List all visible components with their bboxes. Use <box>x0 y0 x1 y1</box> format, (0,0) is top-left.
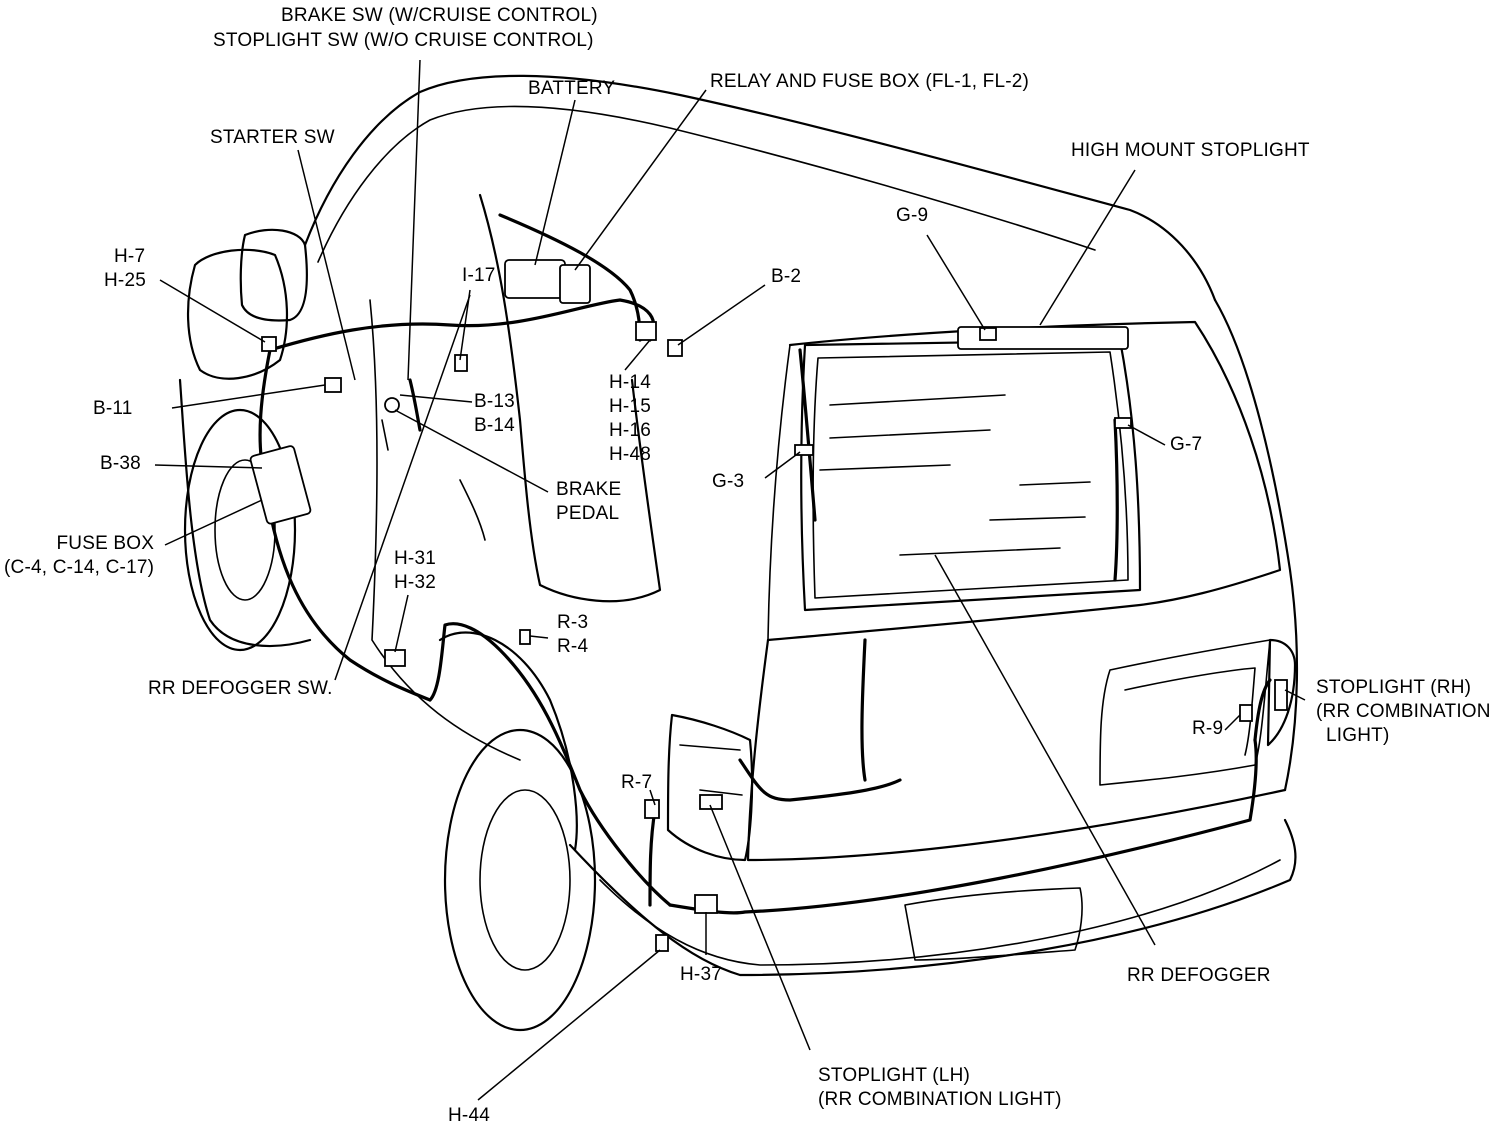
components <box>249 259 1288 952</box>
label-h37: H-37 <box>680 964 722 985</box>
label-stoplight-lh: STOPLIGHT (LH) <box>818 1065 971 1086</box>
label-rr-defogger: RR DEFOGGER <box>1127 965 1271 986</box>
label-battery: BATTERY <box>528 78 616 99</box>
relay-box-shape <box>559 264 591 304</box>
label-rr-defogger-sw: RR DEFOGGER SW. <box>148 678 333 699</box>
label-b14: B-14 <box>474 415 515 436</box>
label-stoplight-sw: STOPLIGHT SW (W/O CRUISE CONTROL) <box>213 30 594 51</box>
label-stoplight-rh-group: STOPLIGHT (RH) (RR COMBINATION LIGHT) <box>1316 676 1491 748</box>
label-fuse-box-group: FUSE BOX (C-4, C-14, C-17) <box>4 532 154 580</box>
label-h15: H-15 <box>609 396 651 417</box>
leader-lines <box>154 59 1306 1101</box>
label-rr-combination: (RR COMBINATION <box>1316 701 1491 722</box>
label-light-close: LIGHT) <box>1326 725 1390 746</box>
label-relay-fuse-box: RELAY AND FUSE BOX (FL-1, FL-2) <box>710 71 1030 92</box>
label-h7-h25: H-7 H-25 <box>104 245 146 293</box>
label-h14-h48: H-14 H-15 H-16 H-48 <box>609 371 651 467</box>
g3-connector <box>794 444 814 456</box>
label-b2: B-2 <box>771 266 802 287</box>
stoplight-rh-connector <box>1274 679 1288 711</box>
label-r4: R-4 <box>557 636 589 657</box>
label-h25: H-25 <box>104 270 146 291</box>
label-fuse-box-codes: (C-4, C-14, C-17) <box>4 557 155 578</box>
b11-connector <box>324 377 342 393</box>
label-high-mount-stoplight: HIGH MOUNT STOPLIGHT <box>1071 140 1310 161</box>
label-brake-sw: BRAKE SW (W/CRUISE CONTROL) <box>281 5 598 26</box>
wiring-harness <box>258 213 1272 915</box>
label-h16: H-16 <box>609 420 651 441</box>
label-h44: H-44 <box>448 1105 490 1126</box>
label-r3-r4: R-3 R-4 <box>557 611 588 659</box>
label-h31: H-31 <box>394 548 436 569</box>
label-r9: R-9 <box>1192 718 1224 739</box>
b13-connector <box>384 397 400 413</box>
label-starter-sw: STARTER SW <box>210 127 335 148</box>
b2-connector <box>667 339 683 357</box>
label-h7: H-7 <box>114 246 146 267</box>
label-rr-combination-light: (RR COMBINATION LIGHT) <box>818 1089 1062 1110</box>
label-h14: H-14 <box>609 372 651 393</box>
label-g9: G-9 <box>896 205 929 226</box>
h37-connector <box>694 894 718 914</box>
label-r3: R-3 <box>557 612 589 633</box>
label-i17: I-17 <box>462 265 496 286</box>
battery-shape <box>504 259 566 299</box>
r7-connector <box>644 799 660 819</box>
label-fuse-box: FUSE BOX <box>56 533 155 554</box>
label-h32: H-32 <box>394 572 436 593</box>
r3-connector <box>519 629 531 645</box>
label-b13-b14: B-13 B-14 <box>474 390 515 438</box>
h7-connector <box>261 336 277 352</box>
r9-connector <box>1239 704 1253 722</box>
vehicle-body <box>178 74 1299 1032</box>
label-b13: B-13 <box>474 391 515 412</box>
label-b11: B-11 <box>93 398 133 419</box>
label-stoplight-rh: STOPLIGHT (RH) <box>1316 677 1472 698</box>
label-stoplight-lh-group: STOPLIGHT (LH) (RR COMBINATION LIGHT) <box>818 1064 1062 1112</box>
label-g7: G-7 <box>1170 434 1203 455</box>
label-brake: BRAKE <box>556 479 622 500</box>
label-r7: R-7 <box>621 772 653 793</box>
g9-connector <box>979 327 997 341</box>
label-b38: B-38 <box>100 453 141 474</box>
label-h48: H-48 <box>609 444 651 465</box>
label-g3: G-3 <box>712 471 745 492</box>
h44-connector <box>655 934 669 952</box>
h31-connector <box>384 649 406 667</box>
g7-connector <box>1114 417 1132 429</box>
label-h31-h32: H-31 H-32 <box>394 547 436 595</box>
label-brake-pedal: BRAKE PEDAL <box>556 478 621 526</box>
label-pedal: PEDAL <box>556 503 620 524</box>
h14-connector <box>635 321 657 341</box>
fuse-box-shape <box>249 445 312 525</box>
